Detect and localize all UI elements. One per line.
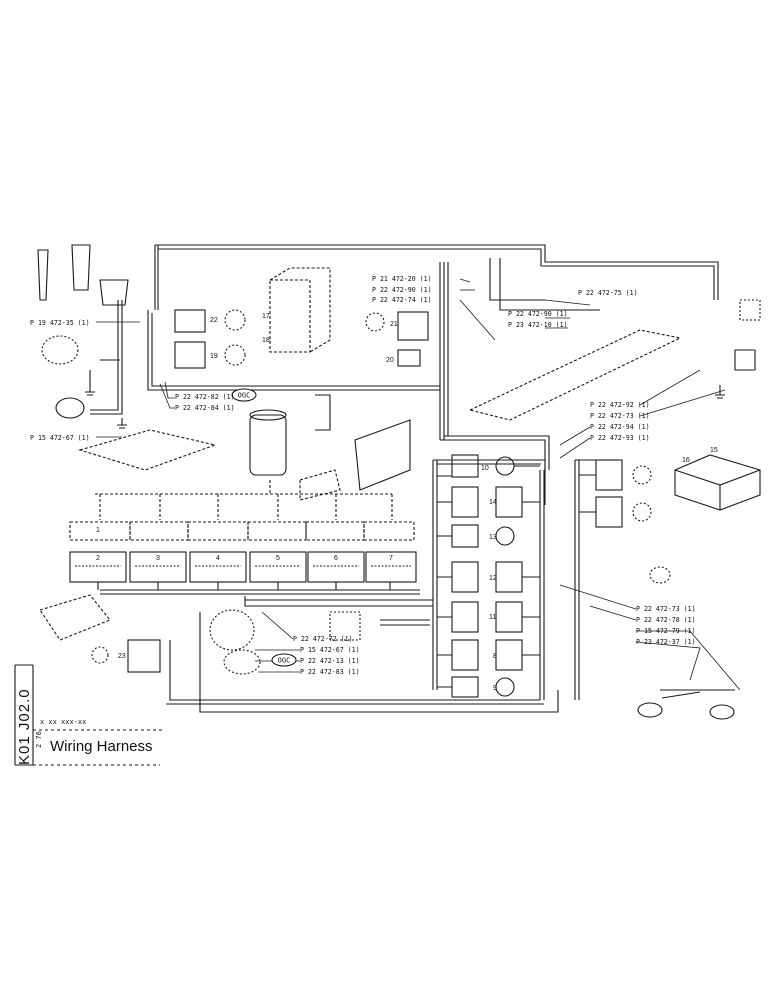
top-components xyxy=(78,267,761,511)
part-label: P 22 472-13 (1) xyxy=(300,657,360,665)
title-block: K01 J02.0 x xx xxx-xx 2 76 Wiring Harnes… xyxy=(16,688,153,765)
part-label: P 22 472-94 (1) xyxy=(590,423,650,431)
part-label: P 19 472-35 (1) xyxy=(30,319,90,327)
item-number: 15 xyxy=(710,447,718,454)
title-block-frame xyxy=(14,664,165,766)
item-number: 11 xyxy=(489,614,496,621)
item-number: 16 xyxy=(682,457,690,464)
part-label: P 22 472-73 (1) xyxy=(636,605,696,613)
item-number: 6 xyxy=(334,555,338,562)
item-number: 2 xyxy=(96,555,100,562)
part-label: P 22 472-78 (1) xyxy=(636,616,696,624)
item-number: 18 xyxy=(262,337,270,344)
part-label: P 23 472-37 (1) xyxy=(636,638,696,646)
main-harness-trunk xyxy=(147,244,719,470)
relay-sockets xyxy=(437,454,652,698)
item-number: 8 xyxy=(493,653,497,660)
item-number: 4 xyxy=(216,555,220,562)
part-label: P 22 472-93 (1) xyxy=(590,434,650,442)
fusebox-harness xyxy=(95,480,420,595)
item-number: 3 xyxy=(156,555,160,562)
fuse-block-row xyxy=(69,521,417,590)
drawing-title: Wiring Harness xyxy=(50,738,153,755)
item-number: 13 xyxy=(489,534,497,541)
part-label: P 22 472-83 (1) xyxy=(300,668,360,676)
item-number: 14 xyxy=(489,499,497,506)
part-label: P 22 472-73 (1) xyxy=(590,412,650,420)
item-number: 5 xyxy=(276,555,280,562)
ground-symbols xyxy=(85,384,725,429)
item-number: 23 xyxy=(118,653,126,660)
part-number-mask: x xx xxx-xx xyxy=(40,718,86,726)
part-label: P 22 472-74 (1) xyxy=(372,296,432,304)
part-label: P 22 472-92 (1) xyxy=(590,401,650,409)
part-label: P 22 472-82 (1) xyxy=(175,393,235,401)
item-number: 19 xyxy=(210,353,218,360)
drawing-code: K01 J02.0 xyxy=(16,688,33,765)
part-label: P 22 472-90 (1) xyxy=(372,286,432,294)
part-label: P 22 472-75 (1) xyxy=(578,289,638,297)
part-label: P 22 472-72 (1) xyxy=(293,635,353,643)
relay-harness xyxy=(166,459,600,713)
part-label: P 23 472-10 (1) xyxy=(508,321,568,329)
part-labels: P 19 472-35 (1) P 15 472-67 (1) P 22 472… xyxy=(30,275,696,676)
item-number: 7 xyxy=(389,555,393,562)
part-label: P 22 472-84 (1) xyxy=(175,404,235,412)
part-label: P 21 472-20 (1) xyxy=(372,275,432,283)
leader-lines xyxy=(96,278,741,691)
item-number: 20 xyxy=(386,357,394,364)
part-label: P 15 472-67 (1) xyxy=(30,434,90,442)
item-number: 12 xyxy=(489,575,497,582)
left-components xyxy=(37,244,430,675)
ogc-badge-top: OGC xyxy=(238,392,251,400)
ogc-badge-bottom: OGC xyxy=(278,657,291,665)
item-number: 17 xyxy=(262,313,270,320)
date-fragment: 2 76 xyxy=(35,731,43,748)
item-number: 9 xyxy=(493,685,497,692)
item-number: 22 xyxy=(210,317,218,324)
item-number: 10 xyxy=(481,465,489,472)
item-numbers: 1 2 3 4 5 6 7 8 9 10 11 12 13 14 15 16 1… xyxy=(96,313,718,692)
item-number: 1 xyxy=(96,527,100,534)
part-label: P 22 472-90 (1) xyxy=(508,310,568,318)
ogc-badges: OGC OGC xyxy=(231,388,297,667)
item-number: 21 xyxy=(390,321,398,328)
part-label: P 15 472-79 (1) xyxy=(636,627,696,635)
part-label: P 15 472-67 (1) xyxy=(300,646,360,654)
bottom-sensors xyxy=(637,566,735,720)
